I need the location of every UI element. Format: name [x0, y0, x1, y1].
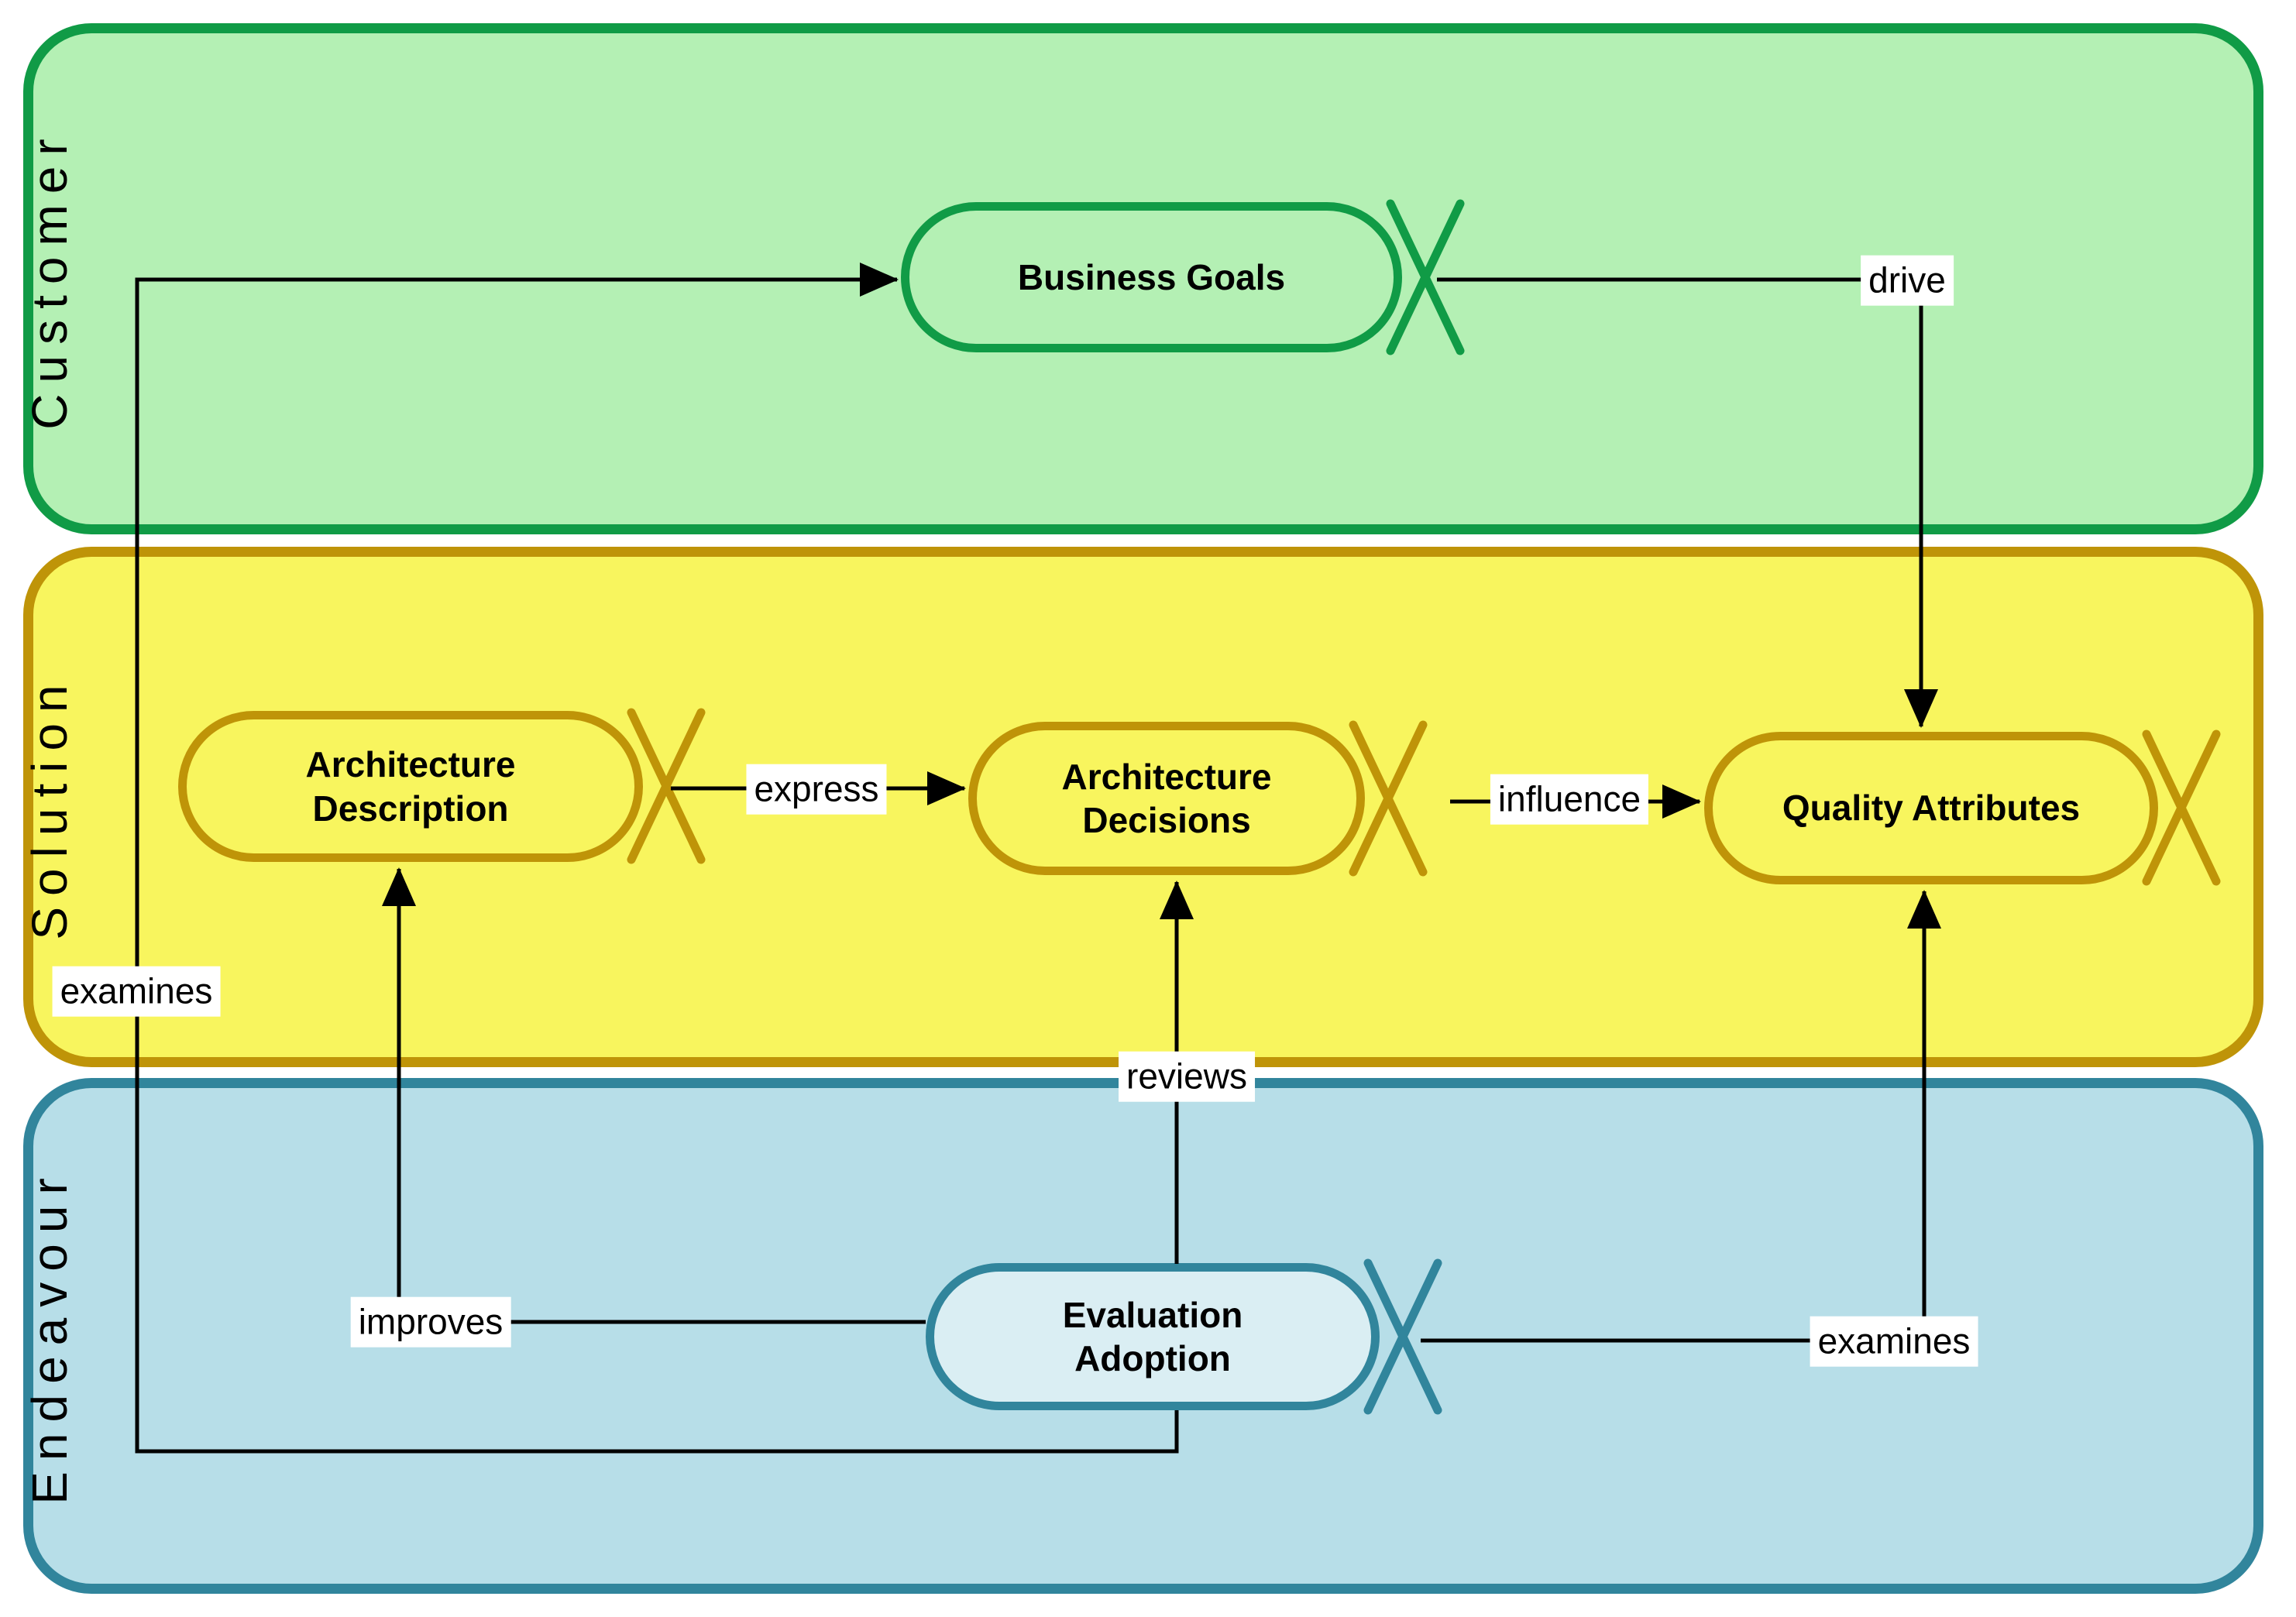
edge-label-express: express	[746, 764, 887, 815]
band-label-solution: Solution	[22, 674, 77, 940]
node-architecture-decisions: Architecture Decisions	[968, 722, 1365, 875]
node-architecture-decisions-label: Architecture Decisions	[1061, 756, 1272, 840]
edge-label-drive: drive	[1861, 255, 1954, 306]
node-quality-attributes-label: Quality Attributes	[1782, 788, 2081, 829]
edge-label-examines-qa: examines	[1810, 1316, 1978, 1367]
edge-label-examines-goals: examines	[52, 966, 221, 1017]
node-architecture-description: Architecture Description	[178, 711, 643, 862]
edge-label-reviews: reviews	[1119, 1051, 1255, 1102]
node-business-goals-label: Business Goals	[1017, 256, 1286, 297]
node-architecture-description-label: Architecture Description	[305, 744, 516, 829]
edge-label-improves: improves	[350, 1296, 511, 1348]
node-quality-attributes: Quality Attributes	[1704, 732, 2158, 884]
node-evaluation-adoption: Evaluation Adoption	[926, 1263, 1380, 1410]
node-evaluation-adoption-label: Evaluation Adoption	[1062, 1294, 1243, 1378]
band-label-customer: Customer	[22, 128, 77, 430]
edge-label-influence: influence	[1490, 774, 1649, 825]
node-business-goals: Business Goals	[901, 202, 1402, 352]
band-label-endeavour: Endeavour	[22, 1167, 77, 1505]
